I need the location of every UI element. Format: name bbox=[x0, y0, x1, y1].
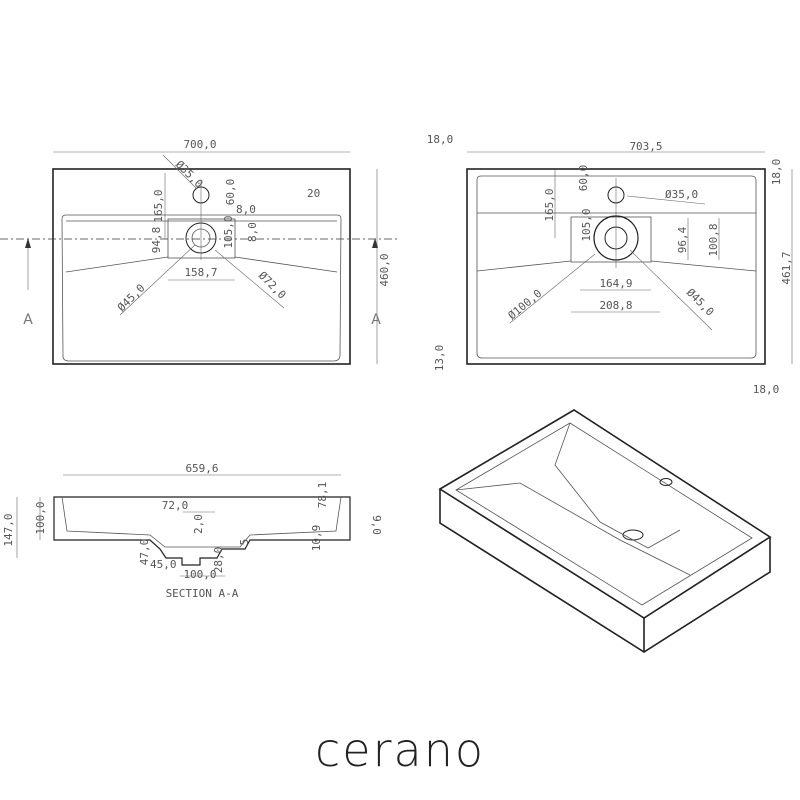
dim-small-a: 8,0 bbox=[236, 203, 256, 216]
dim-height-basin: 100,0 bbox=[34, 501, 47, 534]
dim-right-b: 9,0 bbox=[370, 515, 383, 535]
dim-depth-right: 78,1 bbox=[316, 482, 329, 509]
dim-small: 5 bbox=[238, 539, 251, 546]
dim-neck: 28,0 bbox=[212, 547, 225, 574]
dim-recess-a: 96,4 bbox=[676, 226, 689, 253]
dim-depth: 461,7 bbox=[780, 251, 793, 284]
top-view-left: 700,0 460,0 165,0 Ø35,0 60,0 105,0 20 8,… bbox=[0, 138, 400, 365]
dim-drain-offset: 105,0 bbox=[222, 215, 235, 248]
dim-tap-from-edge: 60,0 bbox=[577, 165, 590, 192]
dim-drain-inner: Ø45,0 bbox=[115, 282, 148, 315]
dim-tap-dia: Ø35,0 bbox=[173, 158, 206, 191]
dim-tap-offset: 165,0 bbox=[543, 188, 556, 221]
dim-inner-width: 164,9 bbox=[599, 277, 632, 290]
dim-drain-outer: Ø100,0 bbox=[506, 287, 545, 323]
section-mark-right: A bbox=[371, 312, 381, 328]
dim-tap-offset: 165,0 bbox=[152, 189, 165, 222]
dim-recess-depth: 94,8 bbox=[150, 227, 163, 254]
dim-edge-bottom: 13,0 bbox=[433, 345, 446, 372]
dim-drain-step: 2,0 bbox=[192, 514, 205, 534]
dim-drain-outer: Ø72,0 bbox=[256, 269, 289, 302]
dim-drain-inner: Ø45,0 bbox=[684, 286, 717, 319]
brand-logo: cerano bbox=[315, 723, 485, 777]
dim-drain-dia: 45,0 bbox=[150, 558, 177, 571]
section-a-a: 659,6 147,0 100,0 78,1 72,0 2,0 47,0 45,… bbox=[2, 462, 383, 600]
top-view-right: 18,0 703,5 18,0 Ø35,0 165,0 60,0 105,0 9… bbox=[427, 133, 793, 396]
dim-recess-width: 158,7 bbox=[184, 266, 217, 279]
dim-tap-from-edge: 60,0 bbox=[224, 179, 237, 206]
dim-small-b: 8,0 bbox=[246, 222, 259, 242]
dim-right-a: 10,9 bbox=[310, 525, 323, 552]
dim-width: 703,5 bbox=[629, 140, 662, 153]
dim-drain-offset: 105,0 bbox=[580, 208, 593, 241]
dim-drain-h: 47,0 bbox=[138, 539, 151, 566]
dim-depth: 460,0 bbox=[378, 253, 391, 286]
isometric-view bbox=[438, 409, 772, 653]
dim-edge-left: 18,0 bbox=[427, 133, 454, 146]
dim-width: 700,0 bbox=[183, 138, 216, 151]
dim-length: 659,6 bbox=[185, 462, 218, 475]
dim-tap-dia: Ø35,0 bbox=[665, 188, 698, 201]
dim-rim: 20 bbox=[307, 187, 320, 200]
dim-drain-bottom: 100,0 bbox=[183, 568, 216, 581]
dim-edge-top: 18,0 bbox=[770, 159, 783, 186]
dim-recess-b: 100,8 bbox=[707, 223, 720, 256]
dim-edge-right: 18,0 bbox=[753, 383, 780, 396]
section-title: SECTION A-A bbox=[166, 587, 239, 600]
dim-height-total: 147,0 bbox=[2, 513, 15, 546]
section-mark-left: A bbox=[23, 312, 33, 328]
dim-drain-width: 72,0 bbox=[162, 499, 189, 512]
dim-outer-width: 208,8 bbox=[599, 299, 632, 312]
